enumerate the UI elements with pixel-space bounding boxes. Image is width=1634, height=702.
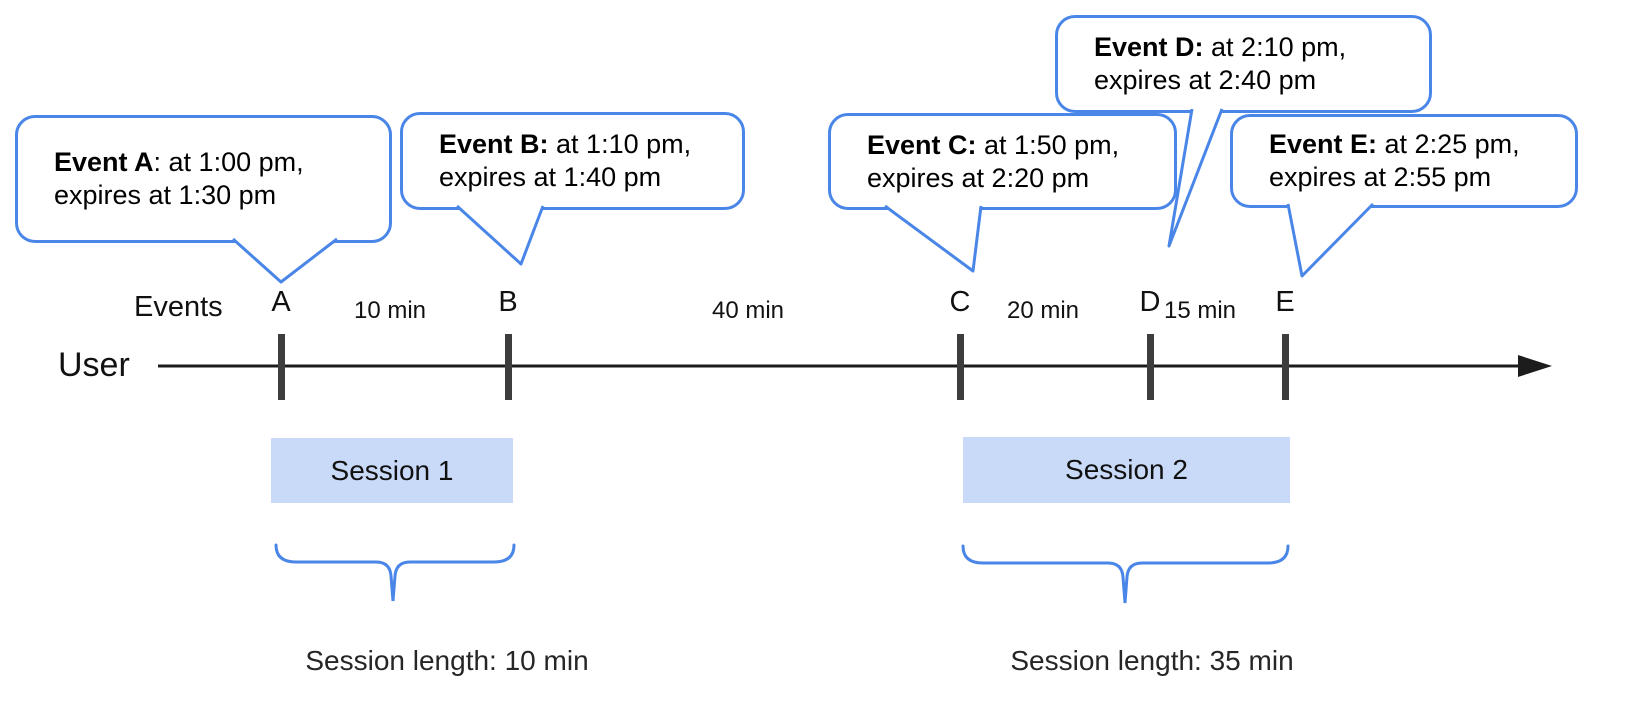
event-a-line1: Event A: at 1:00 pm, — [54, 147, 304, 177]
tick-event-a — [278, 334, 285, 400]
interval-b-c: 40 min — [711, 297, 785, 324]
event-a-callout: Event A: at 1:00 pm, expires at 1:30 pm — [15, 115, 392, 243]
events-axis-label: Events — [134, 291, 223, 323]
event-b-callout-tail — [455, 204, 545, 266]
tick-event-b — [505, 334, 512, 400]
event-c-callout: Event C: at 1:50 pm, expires at 2:20 pm — [828, 113, 1177, 210]
marker-d: D — [1139, 286, 1161, 318]
session-2-label: Session 2 — [1065, 454, 1188, 485]
session-1-length-caption: Session length: 10 min — [305, 645, 589, 676]
timeline-arrowhead-icon — [1518, 355, 1552, 377]
event-c-line1: Event C: at 1:50 pm, — [867, 129, 1120, 160]
interval-a-b: 10 min — [353, 297, 427, 324]
marker-b: B — [498, 286, 518, 318]
event-c-line2: expires at 2:20 pm — [867, 162, 1090, 193]
interval-d-e: 15 min — [1163, 297, 1237, 324]
event-e-line2: expires at 2:55 pm — [1269, 162, 1492, 192]
tick-event-d — [1147, 334, 1154, 400]
event-b-line1: Event B: at 1:10 pm, — [439, 129, 692, 159]
marker-a: A — [271, 286, 291, 318]
event-d-callout: Event D: at 2:10 pm, expires at 2:40 pm — [1055, 15, 1432, 113]
marker-c: C — [949, 286, 971, 318]
tick-event-e — [1282, 334, 1289, 400]
session-2-brace — [961, 544, 1290, 604]
event-d-line2: expires at 2:40 pm — [1094, 65, 1317, 95]
event-e-callout-tail — [1286, 202, 1375, 278]
event-b-line2: expires at 1:40 pm — [439, 162, 662, 192]
session-1-label: Session 1 — [330, 454, 454, 486]
event-b-callout: Event B: at 1:10 pm, expires at 1:40 pm — [400, 112, 745, 210]
tick-event-c — [957, 334, 964, 400]
interval-c-d: 20 min — [1006, 297, 1080, 324]
session-2-length-caption: Session length: 35 min — [1010, 645, 1294, 676]
event-e-line1: Event E: at 2:25 pm, — [1269, 129, 1520, 159]
marker-e: E — [1275, 286, 1295, 318]
event-c-callout-tail — [884, 204, 983, 273]
event-a-callout-tail — [231, 237, 338, 284]
event-d-line1: Event D: at 2:10 pm, — [1094, 32, 1347, 62]
session-2-box: Session 2 — [963, 437, 1290, 503]
session-1-brace — [274, 543, 516, 602]
event-e-callout: Event E: at 2:25 pm, expires at 2:55 pm — [1230, 114, 1578, 208]
session-1-box: Session 1 — [271, 438, 513, 503]
event-a-line2: expires at 1:30 pm — [54, 180, 277, 210]
user-axis-label: User — [58, 346, 130, 384]
